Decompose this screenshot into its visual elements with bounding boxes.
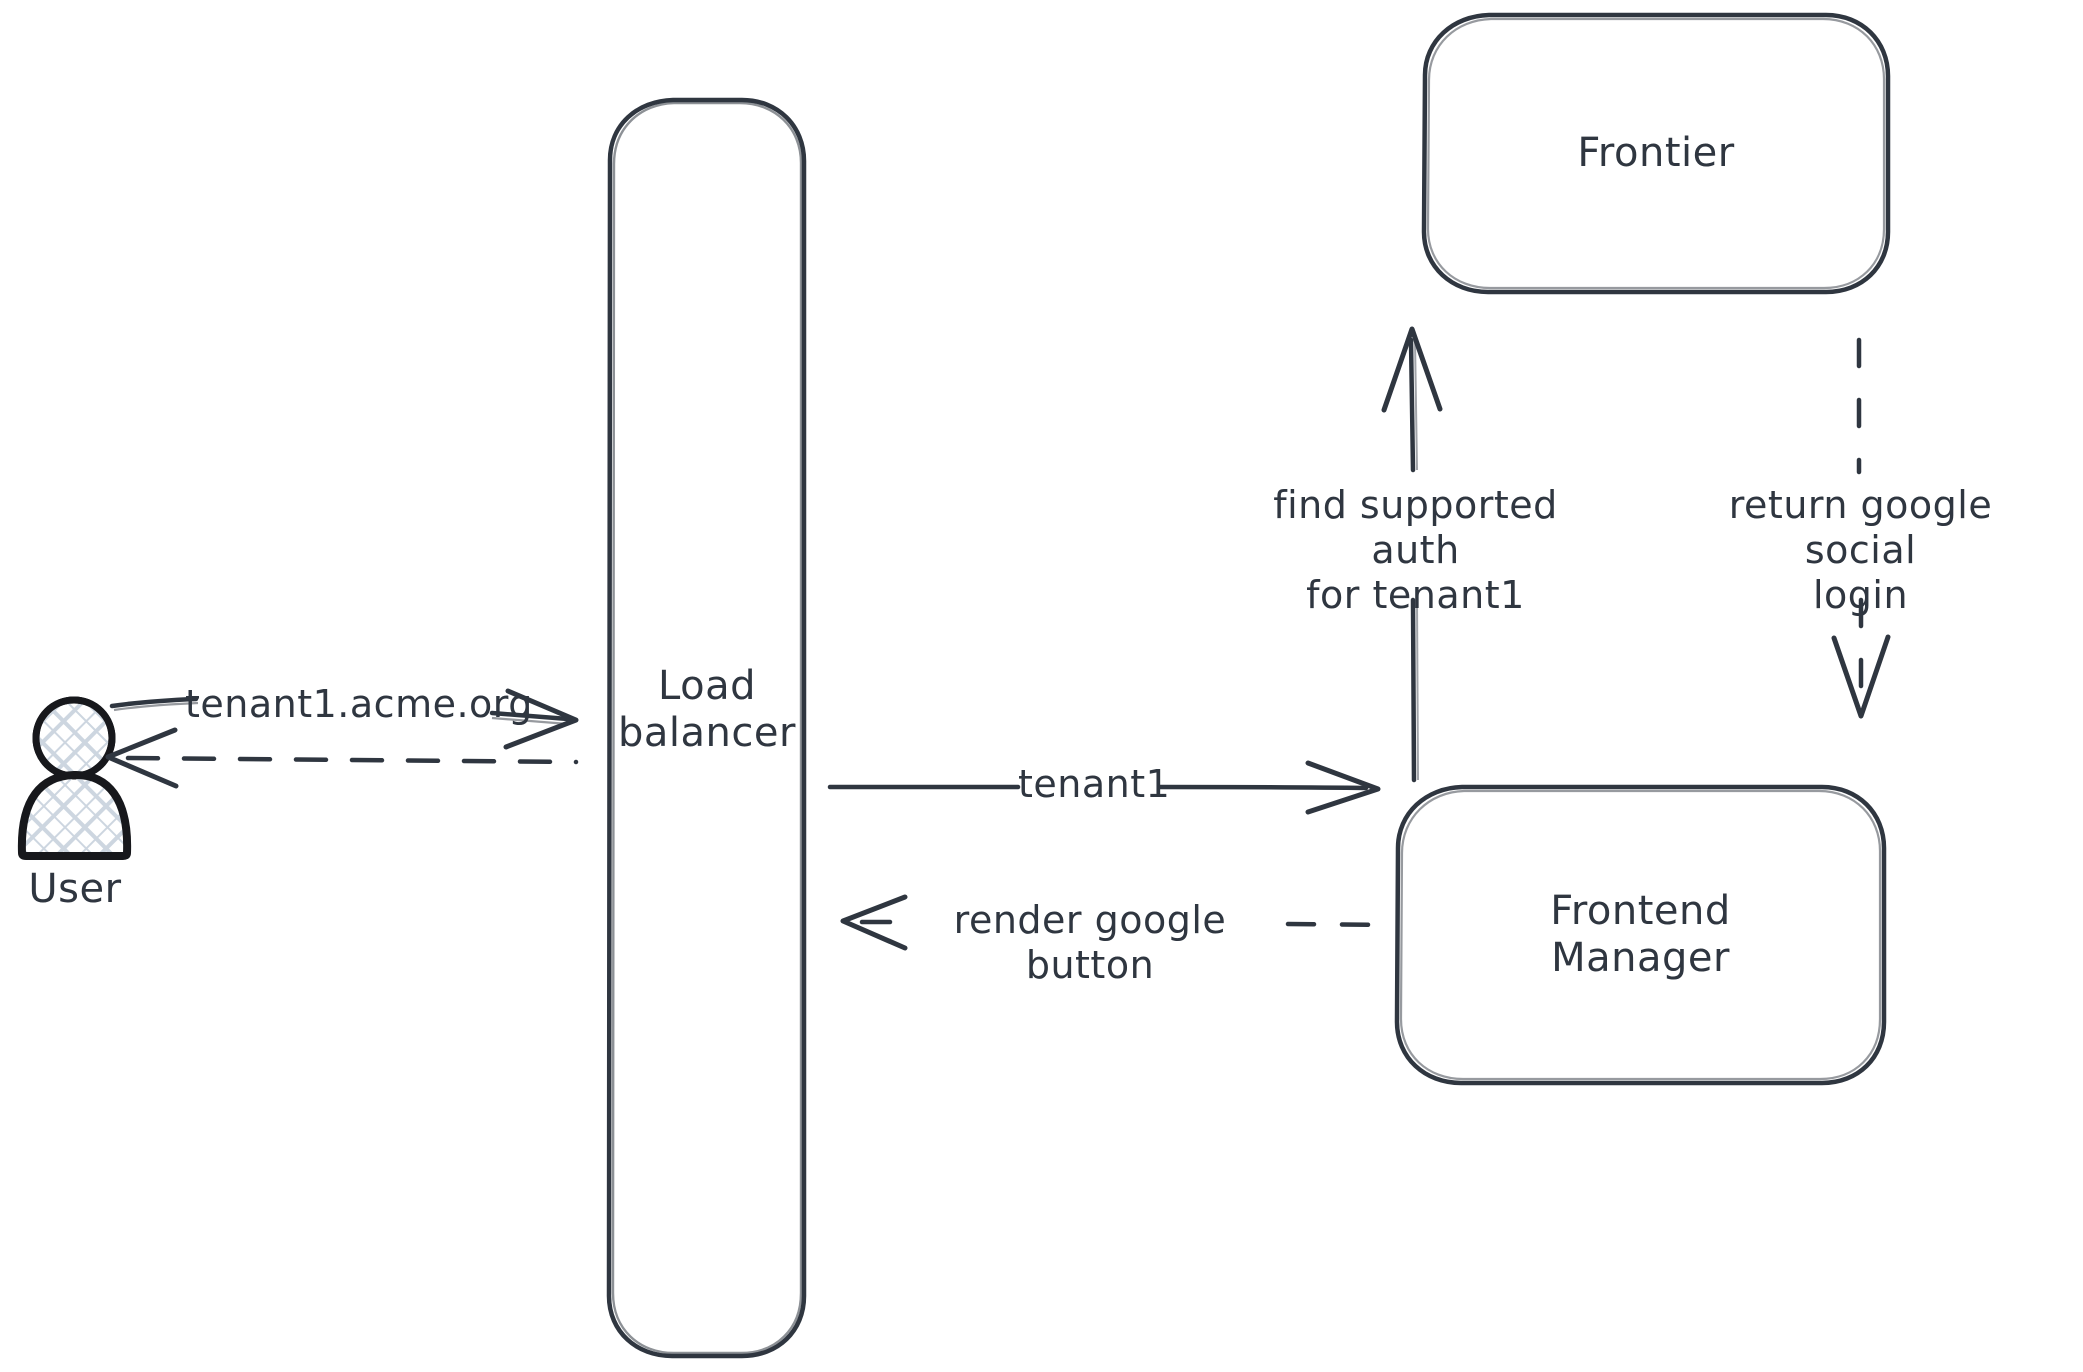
edge-fm-to-frontier: [1381, 326, 1443, 783]
edge-frontier-to-fm: [1831, 337, 1891, 719]
edge-user-to-lb: [109, 688, 579, 750]
edge-fm-to-lb: [840, 894, 1396, 951]
edge-lb-to-fm: [827, 760, 1381, 815]
frontend-manager-shape[interactable]: [1394, 784, 1887, 1086]
edge-lb-to-user: [105, 727, 579, 789]
person-icon: [17, 696, 132, 860]
frontier-shape[interactable]: [1421, 12, 1891, 295]
load-balancer-shape[interactable]: [606, 97, 807, 1359]
